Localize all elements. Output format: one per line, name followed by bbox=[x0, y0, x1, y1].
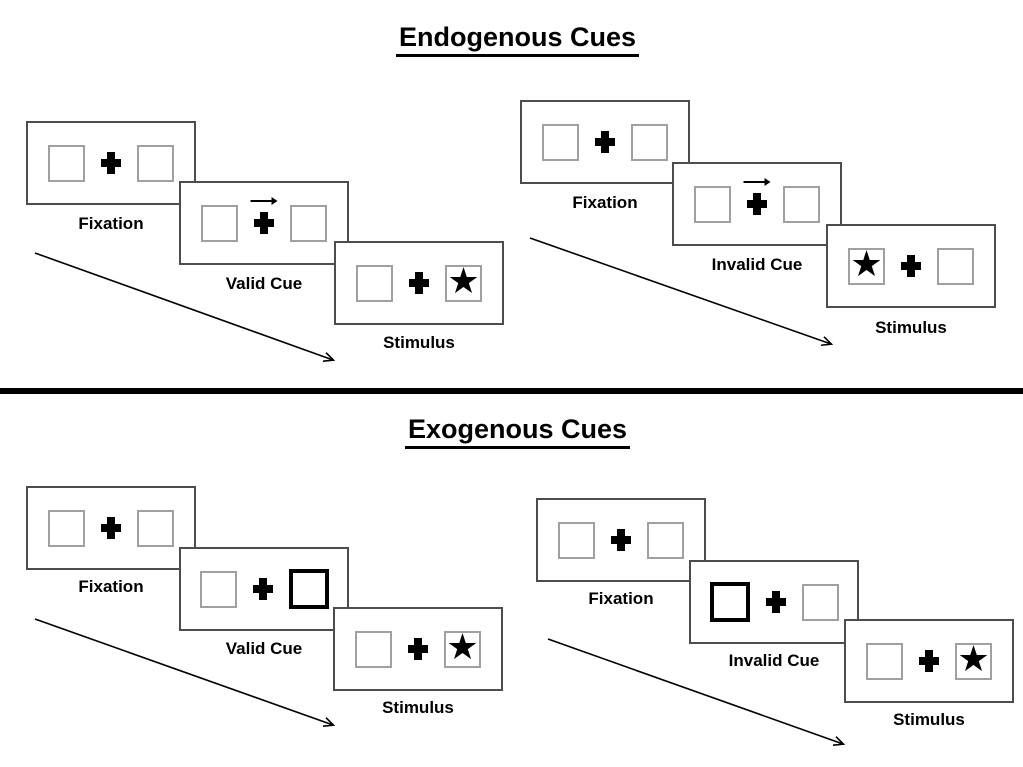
right-placeholder-box bbox=[783, 185, 820, 223]
right-placeholder-box bbox=[937, 247, 974, 285]
valid-cue-panel bbox=[179, 547, 349, 631]
stimulus-panel: ★ bbox=[844, 619, 1014, 703]
time-arrow-icon bbox=[34, 252, 336, 362]
panel-label: Valid Cue bbox=[225, 639, 303, 658]
panel-label: Valid Cue bbox=[225, 274, 303, 293]
left-placeholder-box bbox=[48, 144, 85, 182]
fixation-cross-icon bbox=[901, 255, 921, 277]
left-placeholder-box bbox=[48, 509, 85, 547]
left-target-box: ★ bbox=[848, 244, 885, 285]
right-target-box: ★ bbox=[444, 627, 481, 668]
right-placeholder-box bbox=[137, 509, 174, 547]
panel-label: Fixation bbox=[78, 214, 144, 233]
endogenous-title: Endogenous Cues bbox=[395, 22, 639, 58]
stimulus-panel: ★ bbox=[333, 607, 503, 691]
fixation-cross-icon bbox=[254, 212, 274, 234]
fixation-panel bbox=[26, 121, 196, 205]
invalid-cue-panel bbox=[672, 162, 842, 246]
fixation-cross-icon bbox=[611, 529, 631, 551]
valid-cue-panel bbox=[179, 181, 349, 265]
left-placeholder-box bbox=[355, 630, 392, 668]
target-star-icon: ★ bbox=[447, 261, 480, 302]
panel-label: Fixation bbox=[78, 577, 144, 596]
time-arrow-icon bbox=[547, 638, 846, 747]
panel-label: Fixation bbox=[572, 193, 638, 212]
right-arrow-cue-icon bbox=[743, 178, 771, 186]
panel-label: Stimulus bbox=[875, 318, 947, 337]
right-placeholder-box bbox=[290, 204, 327, 242]
right-target-box: ★ bbox=[445, 261, 482, 302]
fixation-panel bbox=[536, 498, 706, 582]
panel-label: Stimulus bbox=[382, 698, 454, 717]
fixation-panel bbox=[26, 486, 196, 570]
right-highlighted-cue-box bbox=[288, 569, 329, 609]
time-arrow-icon bbox=[529, 237, 834, 347]
left-placeholder-box bbox=[356, 264, 393, 302]
fixation-cross-icon bbox=[919, 650, 939, 672]
left-highlighted-cue-box bbox=[709, 582, 750, 622]
section-divider bbox=[0, 388, 1023, 394]
fixation-cross-icon bbox=[747, 193, 767, 215]
fixation-cross-icon bbox=[101, 152, 121, 174]
stimulus-panel: ★ bbox=[334, 241, 504, 325]
left-placeholder-box bbox=[199, 570, 237, 608]
target-star-icon: ★ bbox=[446, 627, 479, 668]
left-placeholder-box bbox=[201, 204, 238, 242]
panel-label: Fixation bbox=[588, 589, 654, 608]
target-star-icon: ★ bbox=[850, 244, 883, 285]
right-placeholder-box bbox=[137, 144, 174, 182]
panel-label: Invalid Cue bbox=[711, 255, 803, 274]
fixation-cross-icon bbox=[408, 638, 428, 660]
left-placeholder-box bbox=[542, 123, 579, 161]
right-arrow-cue-icon bbox=[250, 197, 278, 205]
left-placeholder-box bbox=[694, 185, 731, 223]
invalid-cue-panel bbox=[689, 560, 859, 644]
left-placeholder-box bbox=[558, 521, 595, 559]
fixation-panel bbox=[520, 100, 690, 184]
page-title: Endogenous Cues bbox=[6, 22, 1023, 58]
fixation-cross-icon bbox=[101, 517, 121, 539]
fixation-cross-icon bbox=[765, 591, 786, 613]
fixation-cross-icon bbox=[252, 578, 273, 600]
panel-label: Invalid Cue bbox=[728, 651, 820, 670]
time-arrow-icon bbox=[34, 618, 336, 728]
target-star-icon: ★ bbox=[957, 639, 990, 680]
stimulus-panel: ★ bbox=[826, 224, 996, 308]
panel-label: Stimulus bbox=[893, 710, 965, 729]
right-placeholder-box bbox=[631, 123, 668, 161]
left-placeholder-box bbox=[866, 642, 903, 680]
right-target-box: ★ bbox=[955, 639, 992, 680]
panel-label: Stimulus bbox=[383, 333, 455, 352]
page-title: Exogenous Cues bbox=[6, 414, 1023, 450]
right-placeholder-box bbox=[647, 521, 684, 559]
exogenous-title: Exogenous Cues bbox=[404, 414, 631, 450]
fixation-cross-icon bbox=[595, 131, 615, 153]
fixation-cross-icon bbox=[409, 272, 429, 294]
right-placeholder-box bbox=[801, 583, 839, 621]
